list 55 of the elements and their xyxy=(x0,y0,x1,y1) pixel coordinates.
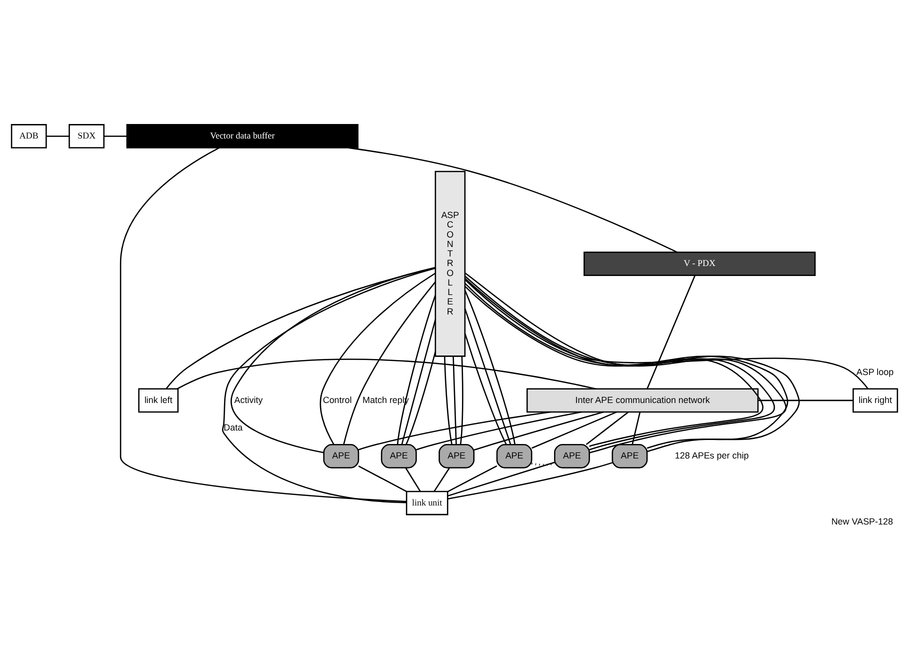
node-box: APE xyxy=(554,444,590,468)
node-box: Inter APE communication network xyxy=(526,388,758,412)
connector xyxy=(585,411,628,445)
connector xyxy=(452,356,456,444)
caption: New VASP-128 xyxy=(830,516,892,526)
connector xyxy=(103,135,126,136)
connector xyxy=(405,350,436,444)
connector xyxy=(404,467,420,492)
node-box: APE xyxy=(496,444,532,468)
edge-label: ASP loop xyxy=(856,366,894,376)
connector xyxy=(416,410,582,450)
connector xyxy=(464,332,506,444)
connector xyxy=(396,294,436,444)
connector xyxy=(464,308,511,444)
connector xyxy=(358,465,406,492)
connector xyxy=(342,281,436,444)
connector xyxy=(222,267,435,503)
connector xyxy=(447,464,497,492)
edge-label: Data xyxy=(223,422,242,432)
node-box: APE xyxy=(322,444,359,468)
node-label: 128 APEs per chip xyxy=(674,450,748,460)
connector xyxy=(358,410,550,450)
connector xyxy=(446,461,554,496)
node-box: APE xyxy=(611,444,648,468)
node-box: APE xyxy=(380,444,416,468)
node-box: link left xyxy=(138,388,178,412)
connector xyxy=(119,146,406,502)
connector xyxy=(46,135,69,136)
connector xyxy=(433,467,450,492)
connector xyxy=(319,272,436,444)
connector xyxy=(348,146,677,252)
connector xyxy=(464,278,868,389)
connector xyxy=(531,411,616,448)
connector xyxy=(464,290,516,444)
node-box: V - PDX xyxy=(583,251,816,276)
connector xyxy=(758,399,853,401)
connector xyxy=(400,318,436,444)
connector xyxy=(443,356,452,444)
node-box: ADB xyxy=(10,124,46,148)
node-box: ASP C O N T R O L L E R xyxy=(434,170,466,356)
edge-label: Control xyxy=(322,394,352,404)
node-box: link right xyxy=(852,388,898,412)
connector xyxy=(646,274,696,388)
node-box: APE xyxy=(438,444,474,468)
connector xyxy=(631,411,640,444)
node-box: Vector data buffer xyxy=(126,124,358,148)
edge-label: Activity xyxy=(234,394,262,404)
node-box: link unit xyxy=(405,490,448,515)
connector xyxy=(447,462,612,499)
connector xyxy=(176,358,596,389)
connector xyxy=(459,356,463,444)
connector xyxy=(230,266,436,453)
node-box: SDX xyxy=(68,124,104,148)
connector xyxy=(530,462,554,466)
connector xyxy=(473,410,604,450)
